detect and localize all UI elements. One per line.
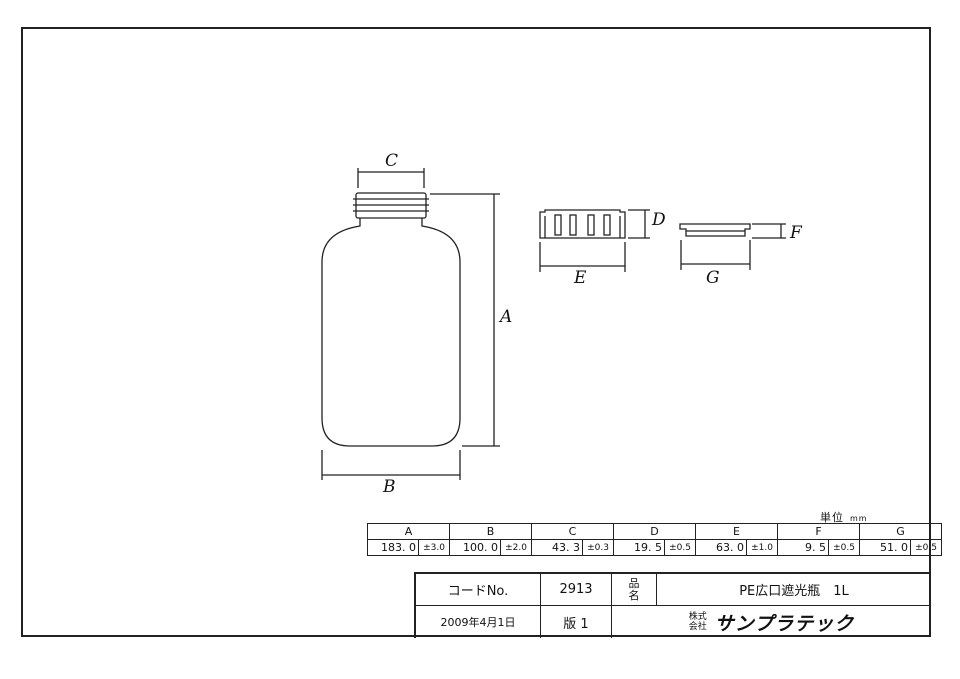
company-logo: 株式 会社 サンプラテック <box>612 606 931 638</box>
unit-label: 単位 mm <box>820 509 868 525</box>
dimension-f-line <box>752 223 786 239</box>
product-name-label-1: 品 <box>628 576 640 590</box>
tolerance-b: ±2.0 <box>500 539 532 556</box>
issue-date: 2009年4月1日 <box>440 616 516 629</box>
label-f: F <box>789 223 803 243</box>
drawing-sheet-frame <box>21 27 931 637</box>
tolerance-c: ±0.3 <box>582 539 614 556</box>
code-value: 2913 <box>559 582 593 597</box>
product-name-label-2: 名 <box>628 588 640 602</box>
value-c: 43. 3 <box>531 539 583 556</box>
unit-label-text: 単位 <box>820 511 844 524</box>
unit-value: mm <box>850 514 868 523</box>
dimension-table-value-row: 183. 0 ±3.0 100. 0 ±2.0 43. 3 ±0.3 19. 5… <box>367 539 942 556</box>
bottle-threads <box>353 192 429 219</box>
product-name: PE広口遮光瓶 1L <box>739 584 849 599</box>
bottle-outline <box>321 218 461 447</box>
value-e: 63. 0 <box>695 539 747 556</box>
label-c: C <box>385 151 398 171</box>
dimension-table: A B C D E F G 183. 0 ±3.0 100. 0 ±2.0 43… <box>367 523 942 556</box>
inner-cap-drawing <box>679 223 751 237</box>
header-f: F <box>777 523 860 540</box>
title-block: コードNo. 2913 品 名 PE広口遮光瓶 1L 2009年4月1日 版 1… <box>414 572 931 638</box>
product-name-label: 品 名 <box>612 574 656 605</box>
tolerance-f: ±0.5 <box>828 539 860 556</box>
dimension-c-line <box>357 168 425 188</box>
header-d: D <box>613 523 696 540</box>
value-g: 51. 0 <box>859 539 911 556</box>
label-a: A <box>498 307 512 327</box>
dimension-b-line <box>321 450 461 480</box>
label-e: E <box>573 268 587 288</box>
cap-drawing <box>539 209 626 239</box>
label-b: B <box>382 477 396 497</box>
header-c: C <box>531 523 614 540</box>
dimension-g-line <box>680 240 751 270</box>
tolerance-g: ±0.5 <box>910 539 942 556</box>
company-name: サンプラテック <box>714 612 855 635</box>
company-prefix: 株式 会社 <box>689 612 707 632</box>
header-e: E <box>695 523 778 540</box>
value-a: 183. 0 <box>367 539 419 556</box>
dimension-e-line <box>539 242 626 272</box>
tolerance-a: ±3.0 <box>418 539 450 556</box>
header-b: B <box>449 523 532 540</box>
label-d: D <box>651 210 666 230</box>
tolerance-e: ±1.0 <box>746 539 778 556</box>
company-prefix-2: 会社 <box>688 622 707 632</box>
company-prefix-1: 株式 <box>688 612 707 622</box>
dimension-table-header-row: A B C D E F G <box>367 523 942 540</box>
header-a: A <box>367 523 450 540</box>
value-f: 9. 5 <box>777 539 829 556</box>
label-g: G <box>706 268 720 288</box>
header-g: G <box>859 523 942 540</box>
dimension-a-line <box>430 193 500 447</box>
tolerance-d: ±0.5 <box>664 539 696 556</box>
value-b: 100. 0 <box>449 539 501 556</box>
dimension-d-line <box>628 209 650 239</box>
code-label: コードNo. <box>447 584 509 599</box>
edition-number: 版 1 <box>563 616 589 632</box>
value-d: 19. 5 <box>613 539 665 556</box>
